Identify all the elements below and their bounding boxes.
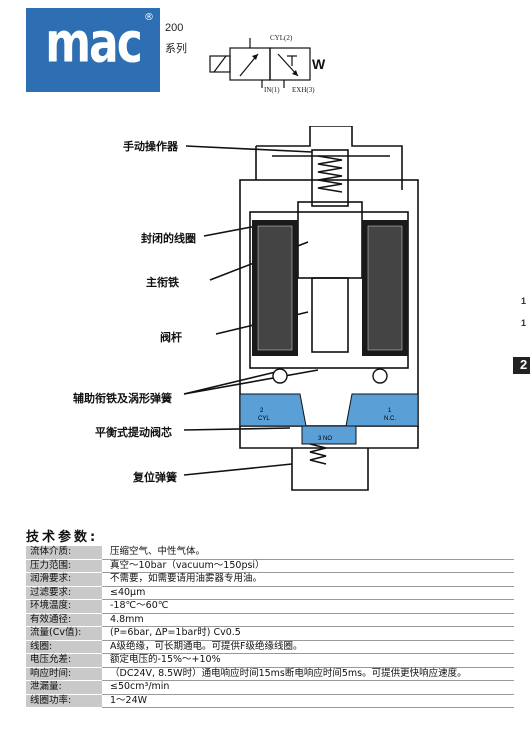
callout-balanced-poppet: 平衡式提动阀芯 [95, 426, 172, 439]
callout-main-armature: 主衔铁 [146, 276, 179, 289]
spec-value: ≤50cm³/min [102, 680, 514, 695]
callout-sealed-coil: 封闭的线圈 [141, 232, 196, 245]
logo-text: mac [45, 11, 143, 76]
port-bottom-label: 3 NO [318, 436, 332, 442]
port-right-num: 1 [388, 408, 392, 414]
spec-row: 泄漏量:≤50cm³/min [26, 680, 514, 695]
section-tab [513, 357, 530, 374]
spec-label: 压力范围: [26, 559, 102, 573]
spec-label: 响应时间: [26, 667, 102, 681]
port-in-label: IN(1) [264, 86, 280, 94]
spec-value: (P=6bar, ΔP=1bar时) Cv0.5 [102, 626, 514, 641]
spec-row: 流量(Cv值):(P=6bar, ΔP=1bar时) Cv0.5 [26, 626, 514, 641]
spec-value: 不需要，如需要请用油雾器专用油。 [102, 572, 514, 587]
spec-label: 流量(Cv值): [26, 626, 102, 641]
edge-mark: 1 [521, 296, 527, 306]
spec-value: 额定电压的-15%～+10% [102, 653, 514, 668]
spec-label: 流体介质: [26, 546, 102, 560]
callout-manual-operator: 手动操作器 [123, 140, 178, 153]
spec-label: 线圈: [26, 640, 102, 654]
spec-row: 响应时间:（DC24V, 8.5W时）通电响应时间15ms断电响应时间5ms。可… [26, 667, 514, 681]
spec-value: A级绝缘，可长期通电。可提供F级绝缘线圈。 [102, 640, 514, 654]
callout-return-spring: 复位弹簧 [133, 471, 177, 484]
spec-value: -18℃～60℃ [102, 599, 514, 614]
specs-title: 技术参数: [26, 530, 99, 545]
spec-row: 压力范围:真空～10bar（vacuum～150psi） [26, 559, 514, 573]
mac-logo: mac ® [26, 8, 160, 92]
spec-value: ≤40μm [102, 586, 514, 600]
callout-aux-armature: 辅助衔铁及涡形弹簧 [73, 392, 172, 405]
port-left-num: 2 [260, 408, 264, 414]
registered-mark: ® [144, 12, 154, 23]
spec-row: 电压允差:额定电压的-15%～+10% [26, 653, 514, 668]
spring-mark: W [312, 56, 326, 72]
spec-label: 线圈功率: [26, 694, 102, 708]
spec-label: 有效通径: [26, 613, 102, 627]
specs-table: 流体介质:压缩空气、中性气体。压力范围:真空～10bar（vacuum～150p… [26, 546, 514, 708]
spec-row: 线圈:A级绝缘，可长期通电。可提供F级绝缘线圈。 [26, 640, 514, 654]
spec-value: 压缩空气、中性气体。 [102, 546, 514, 560]
port-right-name: N.C. [384, 416, 396, 422]
series-label: 系列 [165, 42, 187, 55]
spec-row: 流体介质:压缩空气、中性气体。 [26, 546, 514, 560]
spec-row: 环境温度:-18℃～60℃ [26, 599, 514, 614]
spec-label: 泄漏量: [26, 680, 102, 695]
port-exh-label: EXH(3) [292, 86, 315, 94]
series-number: 200 [165, 22, 184, 34]
spec-value: 1～24W [102, 694, 514, 708]
spec-label: 环境温度: [26, 599, 102, 614]
edge-mark: 1 [521, 318, 527, 328]
port-cyl-label: CYL(2) [270, 34, 293, 42]
spec-label: 电压允差: [26, 653, 102, 668]
spec-row: 过滤要求:≤40μm [26, 586, 514, 600]
spec-row: 有效通径:4.8mm [26, 613, 514, 627]
spec-row: 线圈功率:1～24W [26, 694, 514, 708]
valve-cross-section-diagram: 2 CYL 1 N.C. 3 NO [183, 126, 419, 491]
spec-value: 真空～10bar（vacuum～150psi） [102, 559, 514, 573]
port-left-name: CYL [258, 416, 270, 422]
valve-symbol-icon [209, 38, 311, 88]
edge-mark: 2 [520, 357, 528, 372]
spec-label: 过滤要求: [26, 586, 102, 600]
spec-value: 4.8mm [102, 613, 514, 627]
spec-row: 润滑要求:不需要，如需要请用油雾器专用油。 [26, 572, 514, 587]
callout-valve-stem: 阀杆 [160, 331, 182, 344]
spec-label: 润滑要求: [26, 572, 102, 587]
spec-value: （DC24V, 8.5W时）通电响应时间15ms断电响应时间5ms。可提供更快响… [102, 667, 514, 681]
